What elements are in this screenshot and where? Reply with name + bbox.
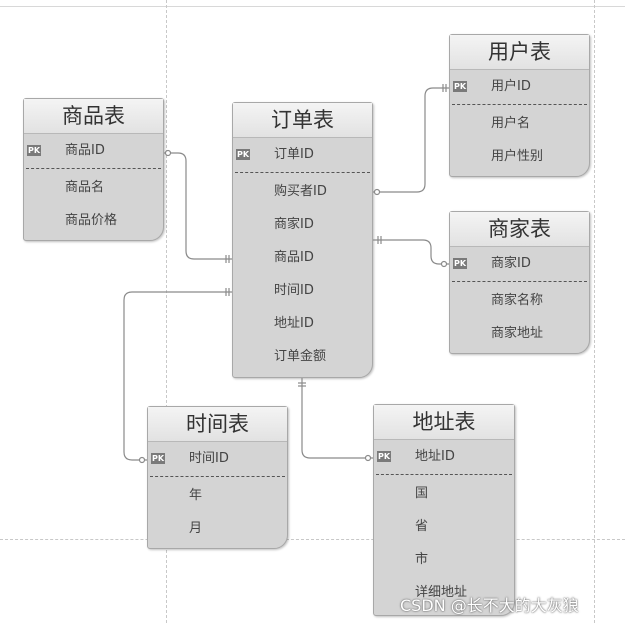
field-label: 商品价格 [65, 213, 118, 228]
field-label: 商家名称 [491, 293, 544, 308]
optional-marker [138, 456, 146, 464]
primary-key-icon: PK [151, 453, 165, 464]
field-row[interactable]: 商家地址 [450, 317, 589, 350]
entity-order[interactable]: 订单表 PK 订单ID 购买者ID 商家ID 商品ID 时间ID 地址ID 订单… [232, 102, 373, 378]
field-row[interactable]: 商家名称 [450, 284, 589, 317]
pk-row[interactable]: PK 商品ID [24, 134, 163, 167]
entity-time[interactable]: 时间表 PK 时间ID 年 月 [147, 406, 288, 549]
field-row[interactable]: 用户性别 [450, 140, 589, 173]
field-label: 时间ID [274, 283, 314, 298]
entity-title: 订单表 [233, 103, 372, 138]
field-row[interactable]: 订单金额 [233, 340, 372, 373]
optional-marker [373, 188, 381, 196]
entity-user[interactable]: 用户表 PK 用户ID 用户名 用户性别 [449, 34, 590, 177]
field-label: 用户名 [491, 116, 531, 131]
page-guide-horizontal [0, 539, 625, 540]
field-row[interactable]: 地址ID [233, 307, 372, 340]
field-label: 商品名 [65, 180, 105, 195]
field-row[interactable]: 省 [374, 510, 514, 543]
top-border-line [0, 6, 625, 7]
entity-title: 商家表 [450, 212, 589, 247]
relationship-merchant-order [373, 239, 449, 265]
pk-separator [452, 281, 587, 282]
field-label: 省 [415, 519, 429, 534]
field-row[interactable]: 商家ID [233, 208, 372, 241]
entity-title: 地址表 [374, 405, 514, 440]
field-label: 用户ID [491, 79, 531, 94]
relationship-address-order [301, 378, 373, 459]
entity-title: 商品表 [24, 99, 163, 134]
field-label: 购买者ID [274, 184, 327, 199]
field-label: 地址ID [274, 316, 314, 331]
pk-row[interactable]: PK 订单ID [233, 138, 372, 171]
field-label: 订单ID [274, 147, 314, 162]
pk-row[interactable]: PK 时间ID [148, 442, 287, 475]
field-label: 商家地址 [491, 326, 544, 341]
field-row[interactable]: 商品名 [24, 171, 163, 204]
field-label: 订单金额 [274, 349, 327, 364]
field-label: 用户性别 [491, 149, 544, 164]
pk-separator [376, 474, 512, 475]
field-row[interactable]: 详细地址 [374, 576, 514, 609]
pk-separator [235, 172, 370, 173]
primary-key-icon: PK [377, 451, 391, 462]
primary-key-icon: PK [27, 145, 41, 156]
entity-title: 用户表 [450, 35, 589, 70]
field-row[interactable]: 市 [374, 543, 514, 576]
field-label: 国 [415, 486, 429, 501]
primary-key-icon: PK [236, 149, 250, 160]
field-label: 地址ID [415, 449, 455, 464]
field-label: 商家ID [491, 256, 531, 271]
field-label: 月 [189, 521, 203, 536]
pk-row[interactable]: PK 用户ID [450, 70, 589, 103]
field-label: 商品ID [65, 143, 105, 158]
pk-separator [26, 168, 161, 169]
optional-marker [364, 454, 372, 462]
entity-address[interactable]: 地址表 PK 地址ID 国 省 市 详细地址 [373, 404, 515, 616]
field-row[interactable]: 商品价格 [24, 204, 163, 237]
relationship-time-order [123, 291, 232, 461]
field-row[interactable]: 用户名 [450, 107, 589, 140]
relationship-goods-order [164, 152, 232, 260]
field-label: 市 [415, 552, 429, 567]
pk-separator [150, 476, 285, 477]
optional-marker [440, 260, 448, 268]
relationship-user-order [373, 87, 449, 193]
entity-title: 时间表 [148, 407, 287, 442]
entity-goods[interactable]: 商品表 PK 商品ID 商品名 商品价格 [23, 98, 164, 241]
primary-key-icon: PK [453, 81, 467, 92]
optional-marker [164, 149, 172, 157]
field-row[interactable]: 商品ID [233, 241, 372, 274]
pk-row[interactable]: PK 商家ID [450, 247, 589, 280]
field-label: 详细地址 [415, 585, 468, 600]
field-label: 时间ID [189, 451, 229, 466]
field-row[interactable]: 国 [374, 477, 514, 510]
field-label: 商品ID [274, 250, 314, 265]
page-guide-vertical-right [594, 0, 595, 623]
primary-key-icon: PK [453, 258, 467, 269]
watermark: CSDN @长不大的大灰狼 [400, 596, 579, 615]
field-label: 商家ID [274, 217, 314, 232]
pk-row[interactable]: PK 地址ID [374, 440, 514, 473]
pk-separator [452, 104, 587, 105]
field-row[interactable]: 年 [148, 479, 287, 512]
entity-merchant[interactable]: 商家表 PK 商家ID 商家名称 商家地址 [449, 211, 590, 354]
field-row[interactable]: 购买者ID [233, 175, 372, 208]
field-label: 年 [189, 488, 203, 503]
field-row[interactable]: 时间ID [233, 274, 372, 307]
field-row[interactable]: 月 [148, 512, 287, 545]
page-guide-vertical-left [166, 0, 167, 623]
